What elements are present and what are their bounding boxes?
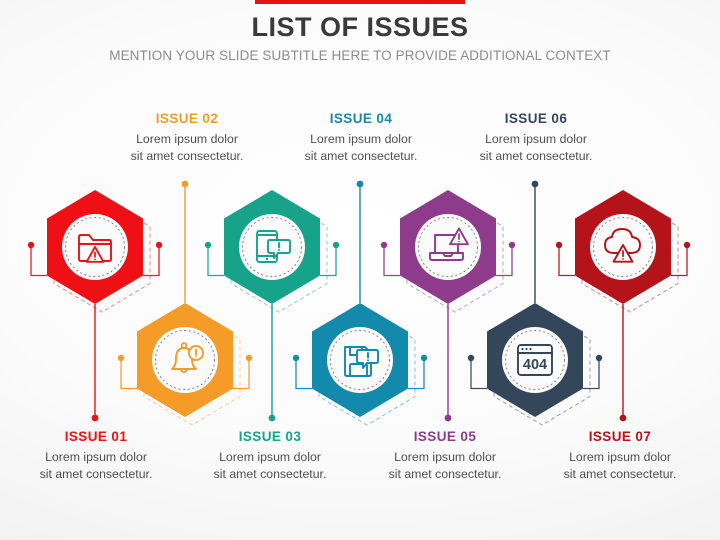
connector-node-issue-01 (155, 241, 163, 249)
item-description-line2: sit amet consectetur. (479, 149, 593, 164)
connector-bracket-issue-02 (233, 358, 250, 390)
connector-bracket-issue-05 (496, 245, 513, 277)
laptop-warning-icon (429, 227, 469, 261)
item-label: ISSUE 01 (64, 429, 128, 444)
connector-dot-issue-05 (444, 414, 452, 422)
connector-node-issue-03 (204, 241, 212, 249)
item-description-line1: Lorem ipsum dolor (310, 131, 412, 146)
connector-node-issue-04 (292, 354, 300, 362)
icon-plate-dashed-ring-issue-04 (330, 330, 390, 390)
connector-dot-issue-02 (181, 180, 189, 188)
connector-node-issue-07 (555, 241, 563, 249)
item-label: ISSUE 04 (329, 111, 393, 126)
floppy-alert-icon (344, 346, 379, 377)
cloud-warning-icon (604, 228, 641, 263)
item-description: Lorem ipsum dolor sit amet consectetur. (530, 449, 710, 484)
connector-node-issue-06 (467, 354, 475, 362)
connector-node-issue-03 (332, 241, 340, 249)
item-description: Lorem ipsum dolor sit amet consectetur. (97, 131, 277, 166)
item-text-issue-03[interactable]: ISSUE 03 Lorem ipsum dolor sit amet cons… (180, 429, 360, 484)
icon-plate-dashed-ring-issue-06 (505, 330, 565, 390)
connector-dot-issue-03 (268, 414, 276, 422)
item-description: Lorem ipsum dolor sit amet consectetur. (6, 449, 186, 484)
item-description-line2: sit amet consectetur. (39, 467, 153, 482)
connector-bracket-issue-01 (143, 245, 160, 277)
item-description: Lorem ipsum dolor sit amet consectetur. (355, 449, 535, 484)
item-label: ISSUE 07 (588, 429, 652, 444)
item-text-issue-05[interactable]: ISSUE 05 Lorem ipsum dolor sit amet cons… (355, 429, 535, 484)
browser-404-icon: 404 (517, 344, 553, 376)
item-description-line1: Lorem ipsum dolor (45, 449, 147, 464)
connector-dot-issue-04 (356, 180, 364, 188)
connector-node-issue-05 (380, 241, 388, 249)
connector-bracket-issue-07 (671, 245, 688, 277)
item-description-line1: Lorem ipsum dolor (485, 131, 587, 146)
item-text-issue-04[interactable]: ISSUE 04 Lorem ipsum dolor sit amet cons… (271, 111, 451, 166)
connector-node-issue-07 (683, 241, 691, 249)
icon-plate-issue-02 (152, 327, 218, 393)
item-description: Lorem ipsum dolor sit amet consectetur. (271, 131, 451, 166)
item-text-issue-02[interactable]: ISSUE 02 Lorem ipsum dolor sit amet cons… (97, 111, 277, 166)
bell-alert-icon (171, 342, 204, 373)
item-text-issue-01[interactable]: ISSUE 01 Lorem ipsum dolor sit amet cons… (6, 429, 186, 484)
icon-plate-dashed-ring-issue-05 (418, 217, 478, 277)
item-description-line2: sit amet consectetur. (563, 467, 677, 482)
connector-layer (27, 180, 691, 422)
item-label: ISSUE 03 (238, 429, 302, 444)
connector-bracket-issue-02 (120, 358, 137, 390)
connector-dot-issue-01 (91, 414, 99, 422)
phone-alert-icon (256, 230, 291, 263)
page-subtitle: MENTION YOUR SLIDE SUBTITLE HERE TO PROV… (109, 48, 611, 63)
item-description-line1: Lorem ipsum dolor (394, 449, 496, 464)
connector-node-issue-06 (595, 354, 603, 362)
connector-node-issue-02 (117, 354, 125, 362)
connector-node-issue-02 (245, 354, 253, 362)
icon-plate-dashed-ring-issue-07 (593, 217, 653, 277)
icon-plate-dashed-ring-issue-01 (65, 217, 125, 277)
connector-dot-issue-07 (619, 414, 627, 422)
page-title: LIST OF ISSUES (251, 12, 469, 42)
connector-node-issue-05 (508, 241, 516, 249)
item-description: Lorem ipsum dolor sit amet consectetur. (180, 449, 360, 484)
hexagon-layer: 404 (47, 190, 679, 426)
item-description-line1: Lorem ipsum dolor (569, 449, 671, 464)
connector-node-issue-01 (27, 241, 35, 249)
item-text-issue-07[interactable]: ISSUE 07 Lorem ipsum dolor sit amet cons… (530, 429, 710, 484)
accent-bar (255, 0, 465, 4)
connector-bracket-issue-05 (383, 245, 400, 277)
connector-bracket-issue-06 (470, 358, 487, 390)
connector-bracket-issue-03 (320, 245, 337, 277)
item-description: Lorem ipsum dolor sit amet consectetur. (446, 131, 626, 166)
icon-plate-dashed-ring-issue-02 (155, 330, 215, 390)
connector-dot-issue-06 (531, 180, 539, 188)
item-label: ISSUE 05 (413, 429, 477, 444)
connector-bracket-issue-06 (583, 358, 600, 390)
connector-bracket-issue-03 (207, 245, 224, 277)
item-description-line2: sit amet consectetur. (388, 467, 502, 482)
item-description-line1: Lorem ipsum dolor (219, 449, 321, 464)
connector-bracket-issue-01 (30, 245, 47, 277)
icon-plate-issue-06 (502, 327, 568, 393)
item-label: ISSUE 06 (504, 111, 568, 126)
connector-bracket-issue-04 (295, 358, 312, 390)
browser-404-label: 404 (523, 357, 547, 373)
connector-bracket-issue-07 (558, 245, 575, 277)
item-description-line2: sit amet consectetur. (213, 467, 327, 482)
icon-plate-dashed-ring-issue-03 (242, 217, 302, 277)
item-description-line2: sit amet consectetur. (130, 149, 244, 164)
folder-warning-icon (78, 234, 112, 263)
item-text-issue-06[interactable]: ISSUE 06 Lorem ipsum dolor sit amet cons… (446, 111, 626, 166)
item-description-line2: sit amet consectetur. (304, 149, 418, 164)
connector-node-issue-04 (420, 354, 428, 362)
item-label: ISSUE 02 (155, 111, 219, 126)
item-description-line1: Lorem ipsum dolor (136, 131, 238, 146)
icon-plate-issue-05 (415, 214, 481, 280)
connector-bracket-issue-04 (408, 358, 425, 390)
